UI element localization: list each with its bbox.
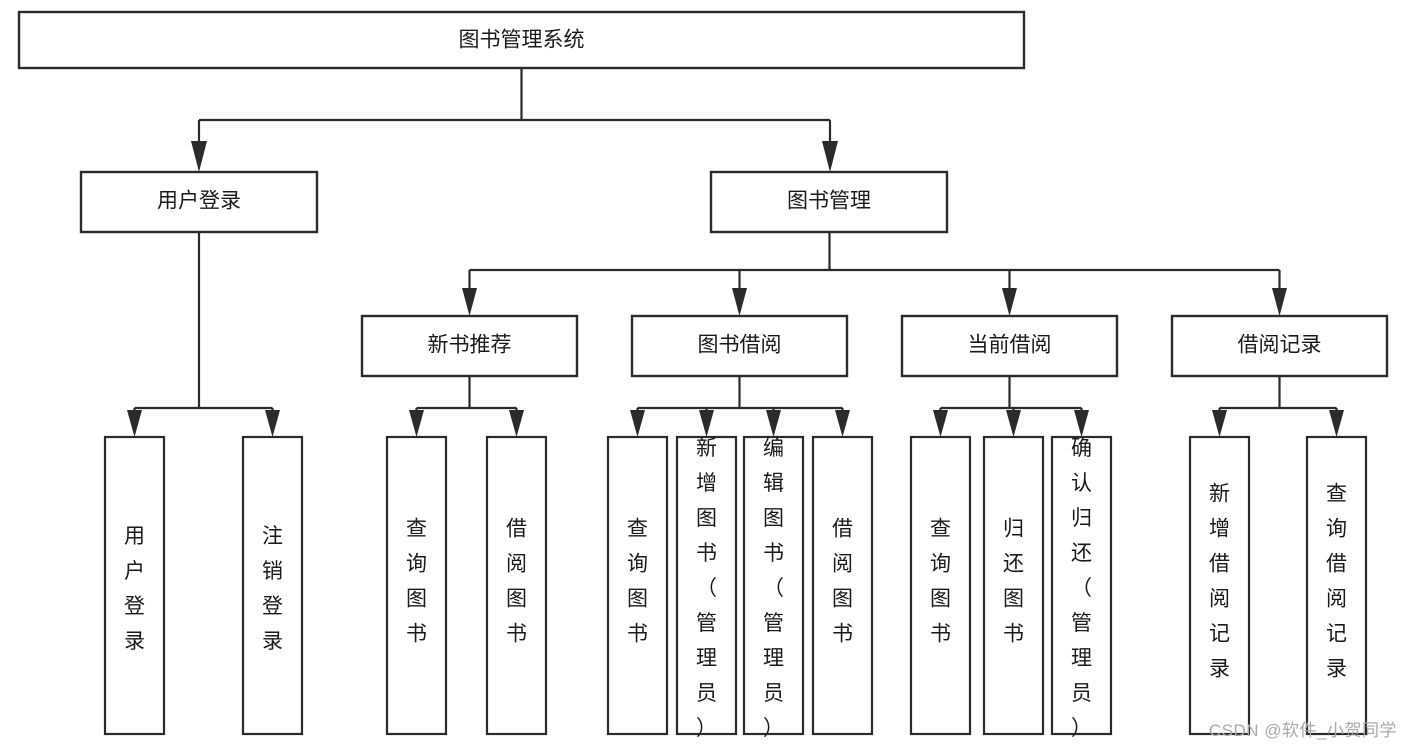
leaf-return-book[interactable]: 归还图书: [982, 435, 1045, 736]
leaf-user-login-box[interactable]: [103, 435, 166, 736]
leaf-logout[interactable]: 注销登录: [241, 435, 304, 736]
leaf-borrow-book-2-box[interactable]: [811, 435, 874, 736]
arrowhead-leaf-borrow-book-1: [509, 410, 524, 437]
root-box[interactable]: [17, 10, 1026, 70]
user-login-box[interactable]: [79, 170, 319, 234]
arrowhead-leaf-query-book-3: [933, 410, 948, 437]
leaf-add-book[interactable]: 新增图书（管理员）: [675, 435, 738, 740]
node-book-manage[interactable]: 图书管理: [709, 170, 949, 234]
leaf-logout-box[interactable]: [241, 435, 304, 736]
arrowhead-leaf-user-login: [127, 410, 142, 437]
arrowhead-leaf-return-book: [1006, 410, 1021, 437]
current-borrow-box[interactable]: [900, 314, 1119, 378]
leaf-add-record-box[interactable]: [1188, 435, 1251, 736]
leaf-borrow-book-2-label: 借阅图书: [832, 517, 853, 645]
leaf-query-record-label: 查询借阅记录: [1326, 482, 1347, 680]
connector-layer: [127, 68, 1344, 437]
arrowhead-book-manage: [822, 141, 838, 172]
leaf-query-book-3[interactable]: 查询图书: [909, 435, 972, 736]
arrowhead-user-login: [191, 141, 207, 172]
arrowhead-new-book-rec: [462, 288, 477, 316]
leaf-query-book-2-label: 查询图书: [627, 517, 648, 645]
leaf-logout-label: 注销登录: [262, 525, 283, 653]
arrowhead-borrow-record: [1272, 288, 1287, 316]
leaf-return-book-label: 归还图书: [1003, 517, 1024, 645]
leaf-user-login-label: 用户登录: [124, 525, 145, 653]
leaf-query-book-2-box[interactable]: [606, 435, 669, 736]
leaf-add-book-box[interactable]: [675, 435, 738, 736]
leaf-borrow-book-1-box[interactable]: [485, 435, 548, 736]
borrow-record-label: 借阅记录: [1238, 334, 1322, 357]
arrowhead-leaf-query-book-2: [630, 410, 645, 437]
leaf-add-book-label: 新增图书（管理员）: [696, 437, 717, 740]
node-user-login[interactable]: 用户登录: [79, 170, 319, 234]
root-label: 图书管理系统: [459, 29, 585, 52]
leaf-user-login[interactable]: 用户登录: [103, 435, 166, 736]
borrow-record-box[interactable]: [1170, 314, 1389, 378]
user-login-label: 用户登录: [157, 190, 241, 213]
book-manage-box[interactable]: [709, 170, 949, 234]
arrowhead-leaf-borrow-book-2: [835, 410, 850, 437]
arrowhead-leaf-add-book: [699, 410, 714, 437]
leaf-query-book-3-label: 查询图书: [930, 517, 951, 645]
book-borrow-label: 图书借阅: [698, 334, 782, 357]
leaf-return-book-box[interactable]: [982, 435, 1045, 736]
leaf-confirm-return[interactable]: 确认归还（管理员）: [1050, 435, 1113, 740]
arrowhead-leaf-query-book-1: [409, 410, 424, 437]
arrowhead-leaf-confirm-return: [1074, 410, 1089, 437]
leaf-borrow-book-1[interactable]: 借阅图书: [485, 435, 548, 736]
book-manage-label: 图书管理: [787, 190, 871, 213]
leaf-query-book-1-label: 查询图书: [406, 517, 427, 645]
book-borrow-box[interactable]: [630, 314, 849, 378]
leaf-query-record[interactable]: 查询借阅记录: [1305, 435, 1368, 736]
leaf-confirm-return-label: 确认归还（管理员）: [1071, 437, 1092, 740]
leaf-borrow-book-1-label: 借阅图书: [506, 517, 527, 645]
leaf-edit-book-label: 编辑图书（管理员）: [763, 437, 784, 740]
new-book-rec-label: 新书推荐: [428, 334, 512, 357]
node-new-book-rec[interactable]: 新书推荐: [360, 314, 579, 378]
csdn-watermark: CSDN @软件_小贺同学: [1208, 721, 1397, 740]
leaf-query-book-3-box[interactable]: [909, 435, 972, 736]
node-root[interactable]: 图书管理系统: [17, 10, 1026, 70]
leaf-edit-book[interactable]: 编辑图书（管理员）: [742, 435, 805, 740]
leaf-add-record-label: 新增借阅记录: [1209, 482, 1230, 680]
leaf-query-book-1-box[interactable]: [385, 435, 448, 736]
leaf-edit-book-box[interactable]: [742, 435, 805, 736]
new-book-rec-box[interactable]: [360, 314, 579, 378]
arrowhead-book-borrow: [732, 288, 747, 316]
leaf-query-record-box[interactable]: [1305, 435, 1368, 736]
node-book-borrow[interactable]: 图书借阅: [630, 314, 849, 378]
node-borrow-record[interactable]: 借阅记录: [1170, 314, 1389, 378]
current-borrow-label: 当前借阅: [968, 334, 1052, 357]
leaf-query-book-2[interactable]: 查询图书: [606, 435, 669, 736]
leaf-add-record[interactable]: 新增借阅记录: [1188, 435, 1251, 736]
leaf-query-book-1[interactable]: 查询图书: [385, 435, 448, 736]
arrowhead-current-borrow: [1002, 288, 1017, 316]
arrowhead-leaf-query-record: [1329, 410, 1344, 437]
leaf-confirm-return-box[interactable]: [1050, 435, 1113, 736]
arrowhead-leaf-logout: [265, 410, 280, 437]
node-current-borrow[interactable]: 当前借阅: [900, 314, 1119, 378]
arrowhead-leaf-add-record: [1212, 410, 1227, 437]
arrowhead-leaf-edit-book: [766, 410, 781, 437]
leaf-borrow-book-2[interactable]: 借阅图书: [811, 435, 874, 736]
